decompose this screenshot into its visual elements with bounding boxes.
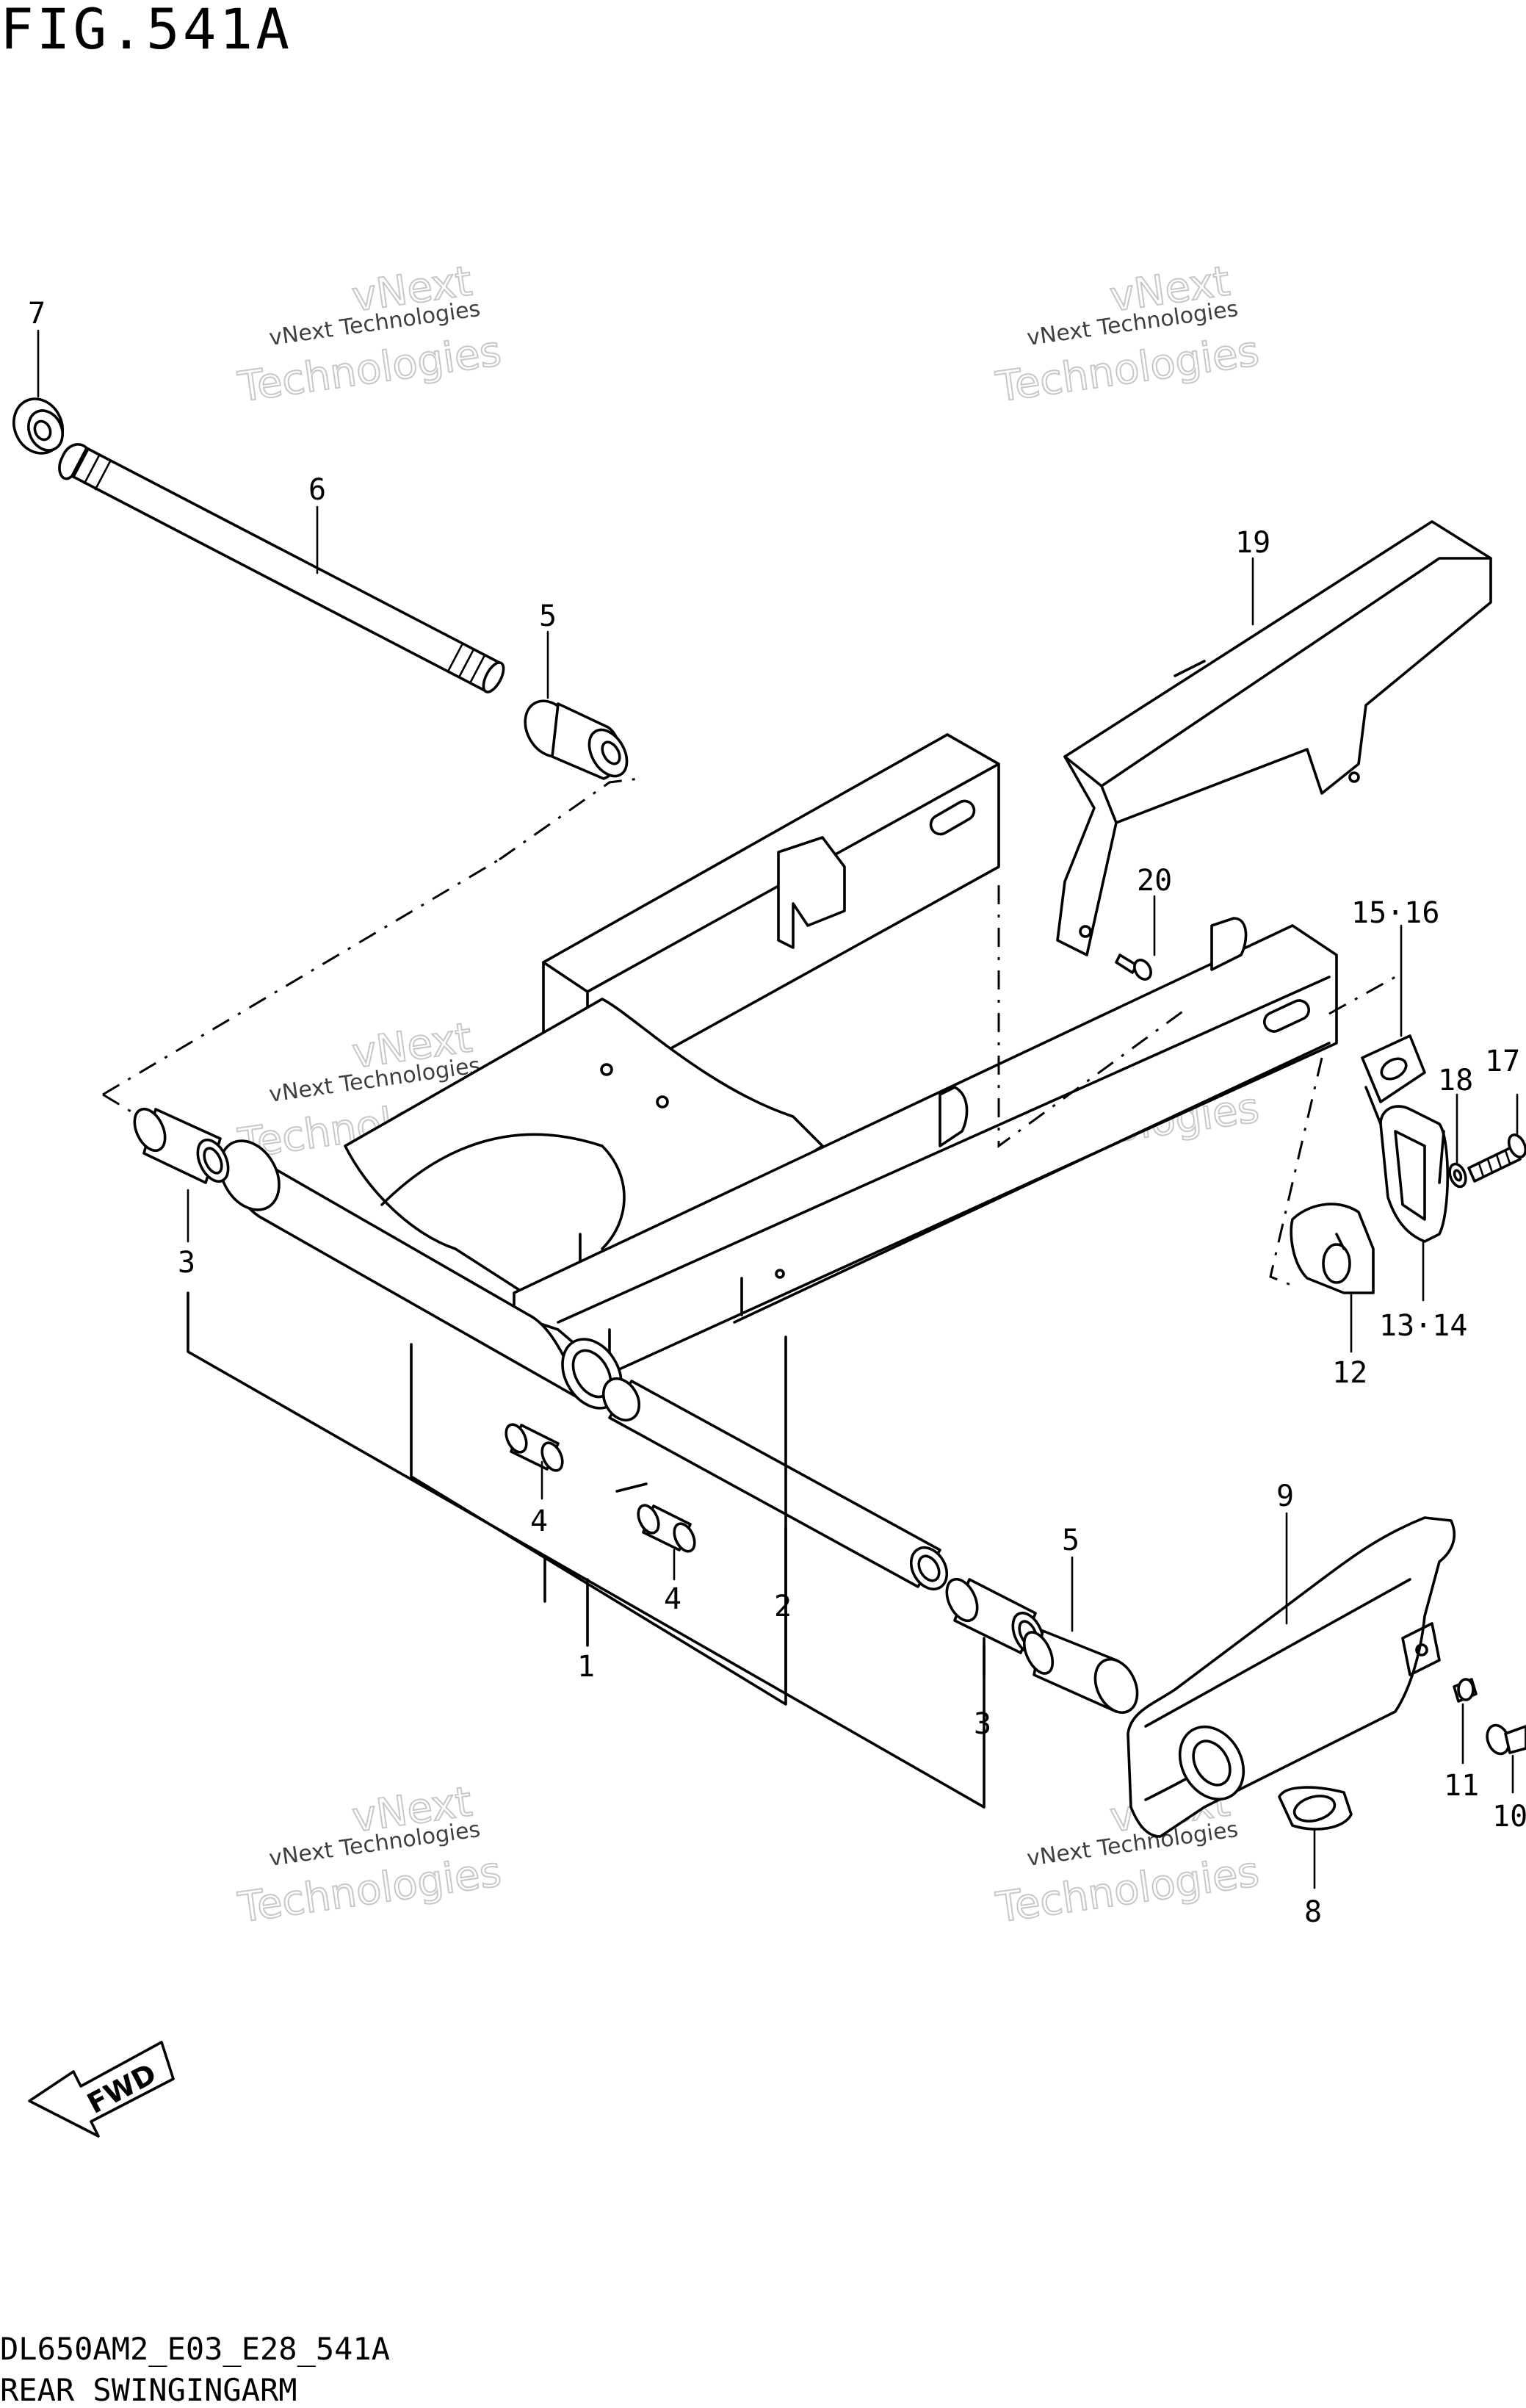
callout-5: 5 <box>539 599 557 633</box>
spacer-pipe <box>601 1377 949 1591</box>
swingarm <box>219 733 1338 1410</box>
adjuster-plate <box>1290 1203 1375 1294</box>
fwd-arrow-icon: FWD <box>28 2041 175 2138</box>
watermark: vNext Technologies vNext Technologies <box>234 256 505 412</box>
callout-12: 12 <box>1332 1356 1367 1390</box>
slider-bolt <box>1486 1723 1526 1756</box>
callout-8: 8 <box>1304 1895 1322 1929</box>
adjuster-bolt <box>1467 1133 1526 1183</box>
axle-nut <box>1278 1786 1353 1831</box>
needle-bearing-b <box>637 1504 696 1553</box>
callout-3a: 3 <box>178 1246 195 1280</box>
model-code: DL650AM2_E03_E28_541A <box>0 2331 390 2367</box>
figure-title: FIG.541A <box>0 0 292 62</box>
callout-4a: 4 <box>530 1504 548 1538</box>
pivot-shaft <box>58 443 505 693</box>
callout-9: 9 <box>1276 1479 1294 1513</box>
needle-bearing-a <box>505 1423 564 1472</box>
figure-caption: REAR SWINGINGARM <box>0 2372 297 2408</box>
callout-10: 10 <box>1492 1800 1526 1834</box>
callout-11: 11 <box>1444 1769 1479 1803</box>
callout-19: 19 <box>1235 526 1270 560</box>
pivot-nut <box>12 397 64 455</box>
callout-6: 6 <box>308 473 326 507</box>
watermark: vNext Technologies vNext Technologies <box>234 1777 505 1933</box>
washer <box>1448 1162 1467 1189</box>
callout-17: 17 <box>1485 1045 1520 1078</box>
callout-labels: 7 6 5 19 20 15·16 17 18 3 13·14 12 4 4 2… <box>28 297 1526 1929</box>
collar <box>1453 1678 1478 1703</box>
callout-4b: 4 <box>664 1582 681 1616</box>
adjuster-block <box>1379 1105 1449 1243</box>
spacer-bushing-lower <box>1022 1629 1139 1714</box>
leader-lines <box>37 329 1519 1889</box>
callout-2: 2 <box>774 1590 792 1623</box>
callout-15-16: 15·16 <box>1351 896 1439 930</box>
callout-3b: 3 <box>974 1707 991 1741</box>
chain-cover <box>1056 520 1492 956</box>
callout-5b: 5 <box>1062 1524 1080 1557</box>
assembly-lines <box>102 777 1445 1706</box>
bearing-left <box>133 1107 230 1184</box>
cover-screw <box>1115 954 1152 981</box>
callout-7: 7 <box>28 297 46 331</box>
washer-plate <box>1361 1034 1426 1103</box>
spacer-bushing <box>524 699 629 780</box>
callout-13-14: 13·14 <box>1379 1309 1467 1343</box>
callout-20: 20 <box>1137 864 1172 898</box>
callout-1: 1 <box>577 1650 595 1684</box>
chain-slider <box>1127 1516 1456 1838</box>
watermark: vNext Technologies vNext Technologies <box>992 256 1262 412</box>
callout-18: 18 <box>1438 1064 1473 1097</box>
